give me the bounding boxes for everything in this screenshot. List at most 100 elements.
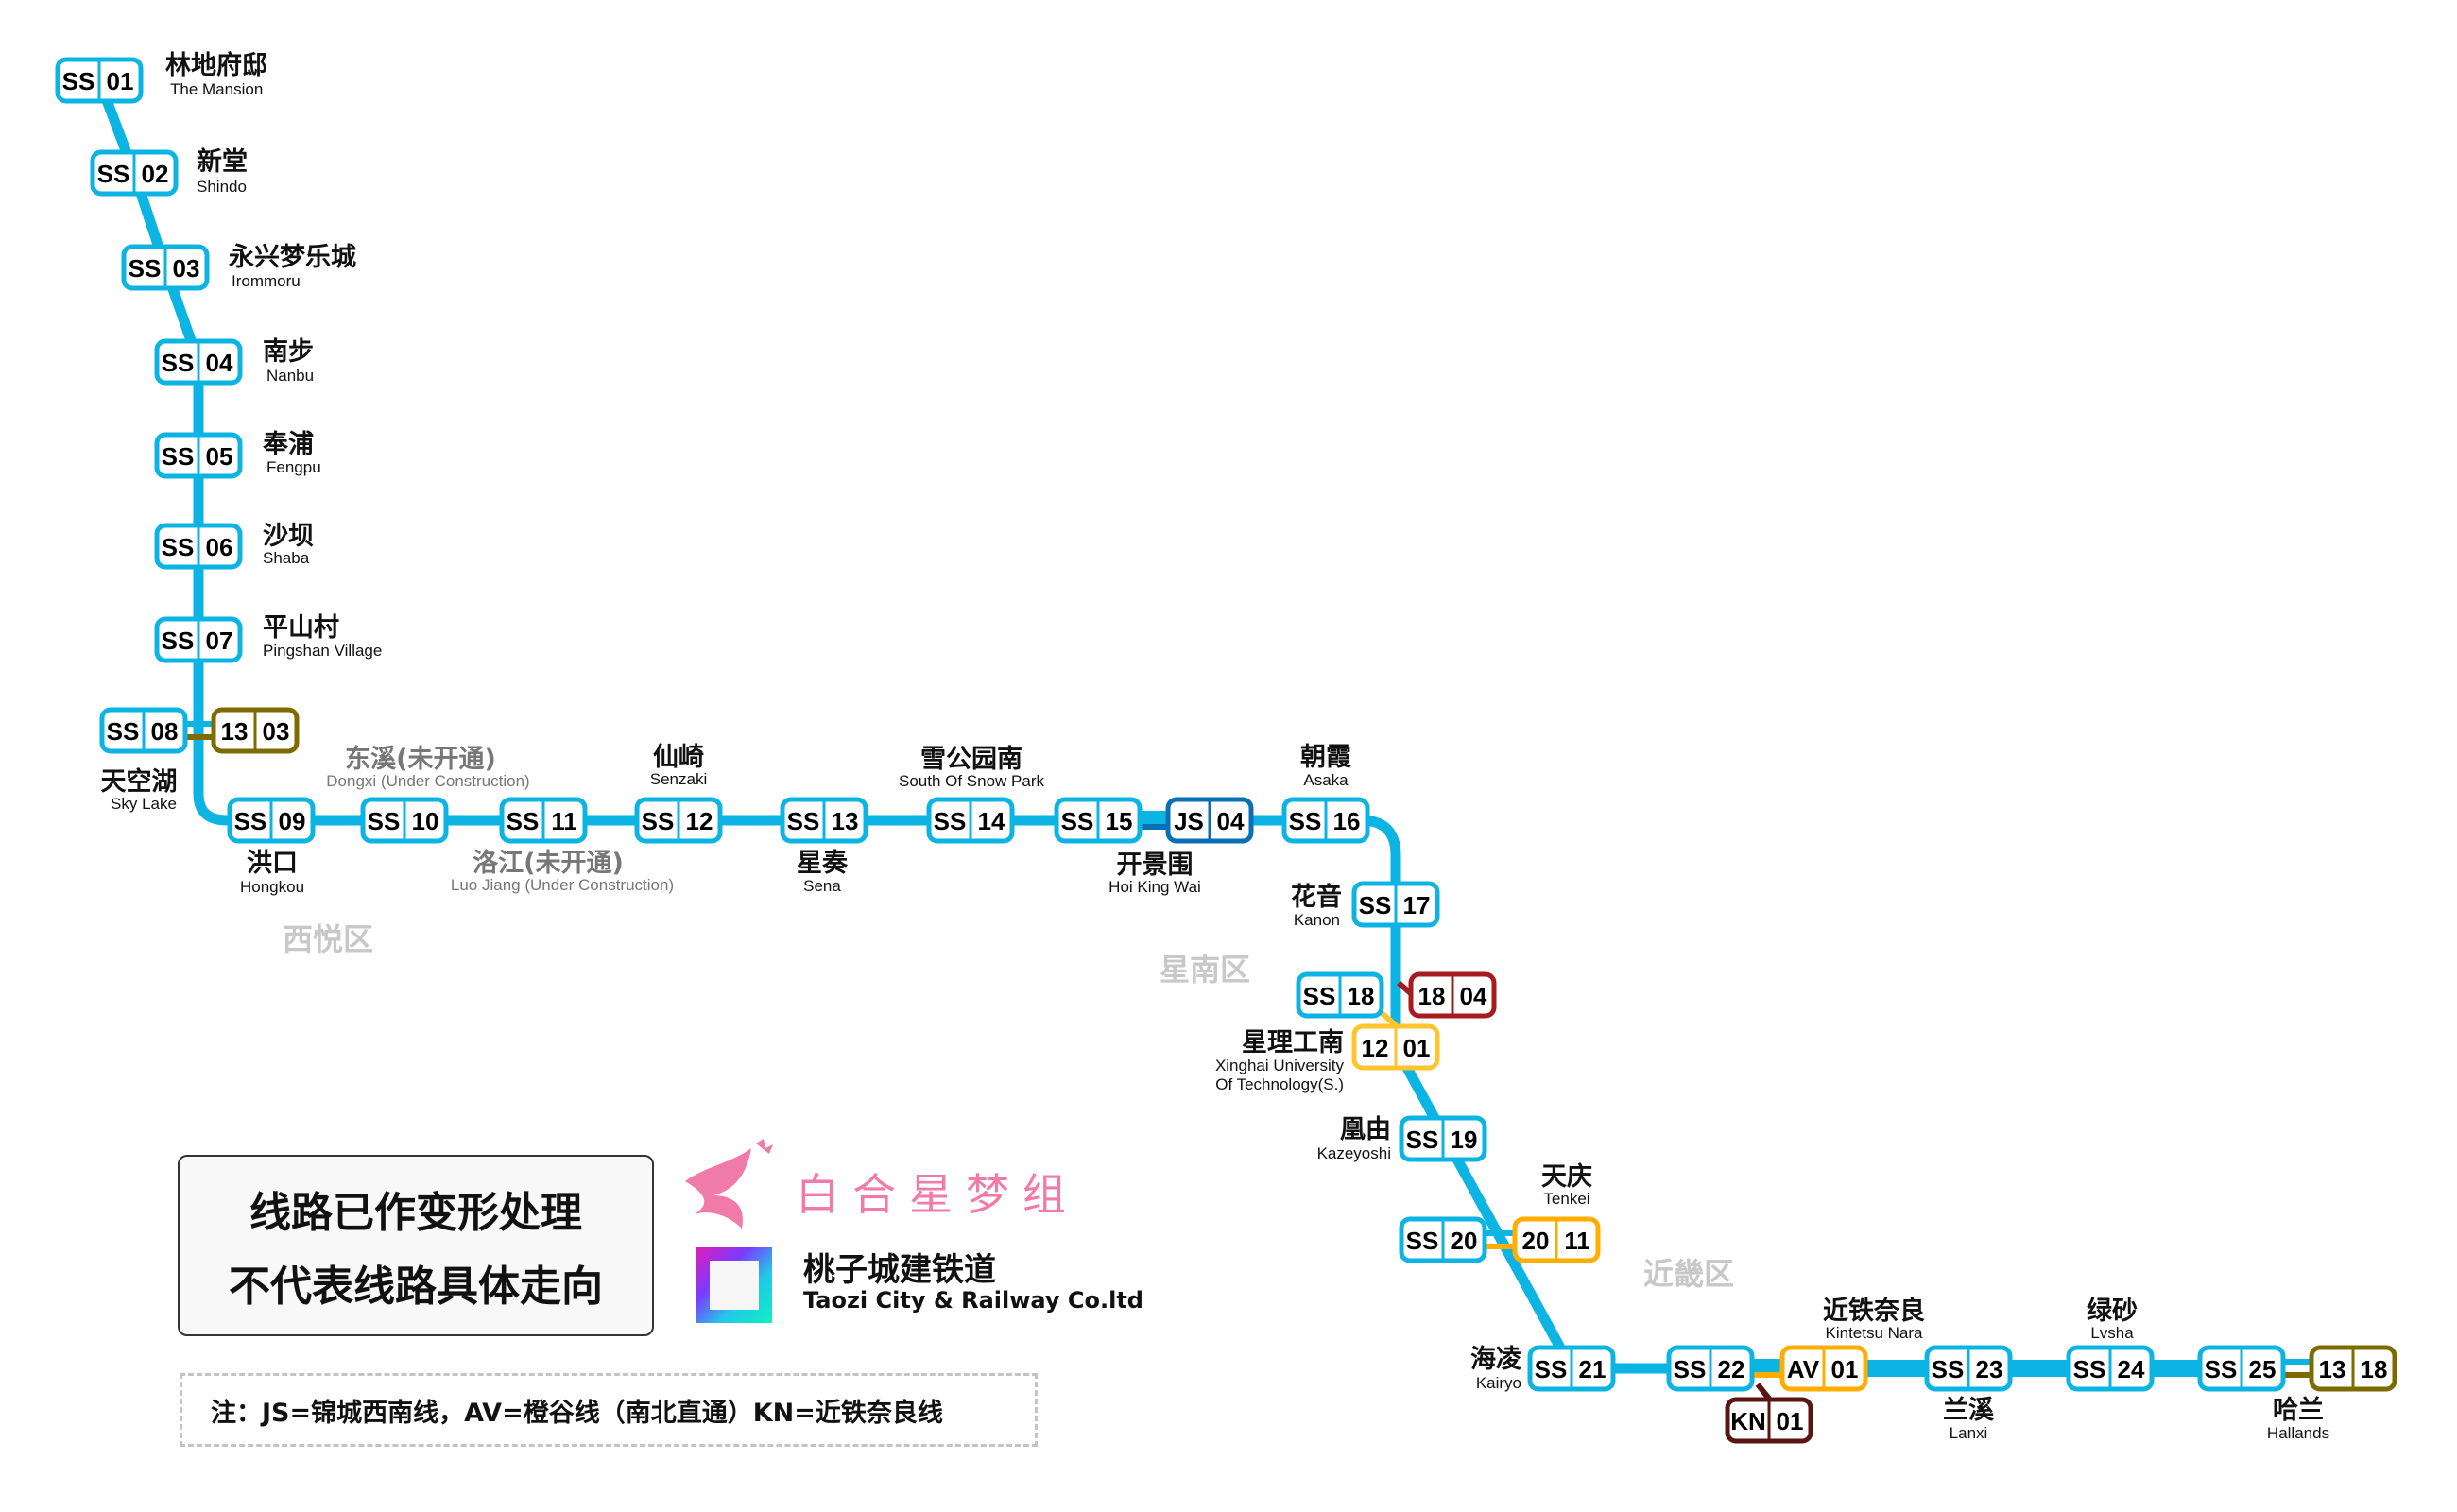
station-name-en: Kanon	[1294, 911, 1340, 929]
station-number: 03	[173, 254, 200, 283]
line-code: SS	[642, 807, 675, 835]
station-box-kn01[interactable]: KN 01	[1725, 1397, 1813, 1444]
station-number: 09	[279, 807, 306, 835]
brand-name: 白合星梦组	[796, 1169, 1079, 1220]
line-code: SS	[1303, 982, 1336, 1010]
line-code: SS	[97, 160, 130, 188]
line-code: SS	[787, 807, 820, 835]
line-code: 12	[1362, 1034, 1389, 1062]
district-label: 星南区	[1160, 952, 1250, 988]
transfer-arrow-icon	[1755, 1383, 1772, 1400]
station-name-zh: 近铁奈良	[1823, 1296, 1925, 1326]
station-name-en: Irommoru	[232, 272, 301, 290]
station-name-en: Of Technology(S.)	[1215, 1075, 1344, 1093]
station-box-l13-03[interactable]: 13 03	[211, 707, 300, 754]
line-code: KN	[1730, 1407, 1766, 1435]
line-code: SS	[1289, 807, 1322, 835]
station-name-zh: 沙坝	[263, 522, 314, 551]
station-number: 25	[2249, 1355, 2277, 1383]
line-code: 20	[1522, 1227, 1550, 1255]
station-name-en: Shaba	[263, 549, 310, 567]
station-name-zh: 南步	[263, 337, 314, 367]
station-name-zh: 雪公园南	[920, 745, 1022, 774]
station-name-en: Dongxi (Under Construction)	[326, 772, 529, 790]
station-number: 19	[1451, 1125, 1478, 1154]
line-code: SS	[1406, 1125, 1439, 1154]
company-name-zh: 桃子城建铁道	[803, 1251, 996, 1289]
line-code: SS	[2205, 1355, 2238, 1383]
station-number: 01	[1777, 1407, 1804, 1435]
station-number: 20	[1451, 1227, 1478, 1255]
station-name-en: The Mansion	[170, 80, 263, 98]
station-name-en: Lvsha	[2090, 1324, 2134, 1342]
station-box-ss03[interactable]: SS 03	[121, 244, 210, 291]
line-code: SS	[129, 254, 162, 283]
station-name-zh: 凰由	[1340, 1115, 1391, 1144]
station-name-zh: 绿砂	[2087, 1297, 2138, 1326]
station-name-en: Kintetsu Nara	[1826, 1324, 1924, 1342]
station-name-zh: 新堂	[197, 146, 248, 177]
station-box-ss25[interactable]: SS 25	[2197, 1345, 2286, 1392]
station-name-zh: 平山村	[263, 613, 339, 643]
station-number: 03	[263, 717, 290, 746]
line-code: AV	[1787, 1355, 1820, 1383]
line-code: SS	[507, 807, 540, 835]
station-name-en: Shindo	[197, 178, 247, 196]
station-name-zh: 天庆	[1541, 1161, 1592, 1192]
butterfly-logo-icon	[685, 1139, 773, 1228]
line-abbreviation-note: 注：JS=锦城西南线，AV=橙谷线（南北直通）KN=近铁奈良线	[180, 1373, 1038, 1447]
notice-line-1: 线路已作变形处理	[249, 1189, 582, 1237]
station-name-en: South Of Snow Park	[899, 772, 1045, 790]
station-number: 21	[1579, 1355, 1606, 1383]
station-name-zh: 哈兰	[2273, 1396, 2324, 1425]
line-code: SS	[1674, 1355, 1707, 1383]
line-code: SS	[1359, 891, 1392, 919]
station-name-zh: 洪口	[247, 849, 298, 878]
station-box-ss18[interactable]: SS 18	[1296, 971, 1384, 1019]
line-code: 13	[221, 717, 249, 746]
line-code: SS	[934, 807, 967, 835]
station-name-zh: 花音	[1291, 882, 1342, 912]
station-name-en: Senzaki	[650, 770, 707, 788]
station-name-en: Tenkei	[1543, 1190, 1589, 1208]
station-box-ss19[interactable]: SS 19	[1399, 1115, 1487, 1162]
station-number: 18	[1348, 982, 1375, 1010]
